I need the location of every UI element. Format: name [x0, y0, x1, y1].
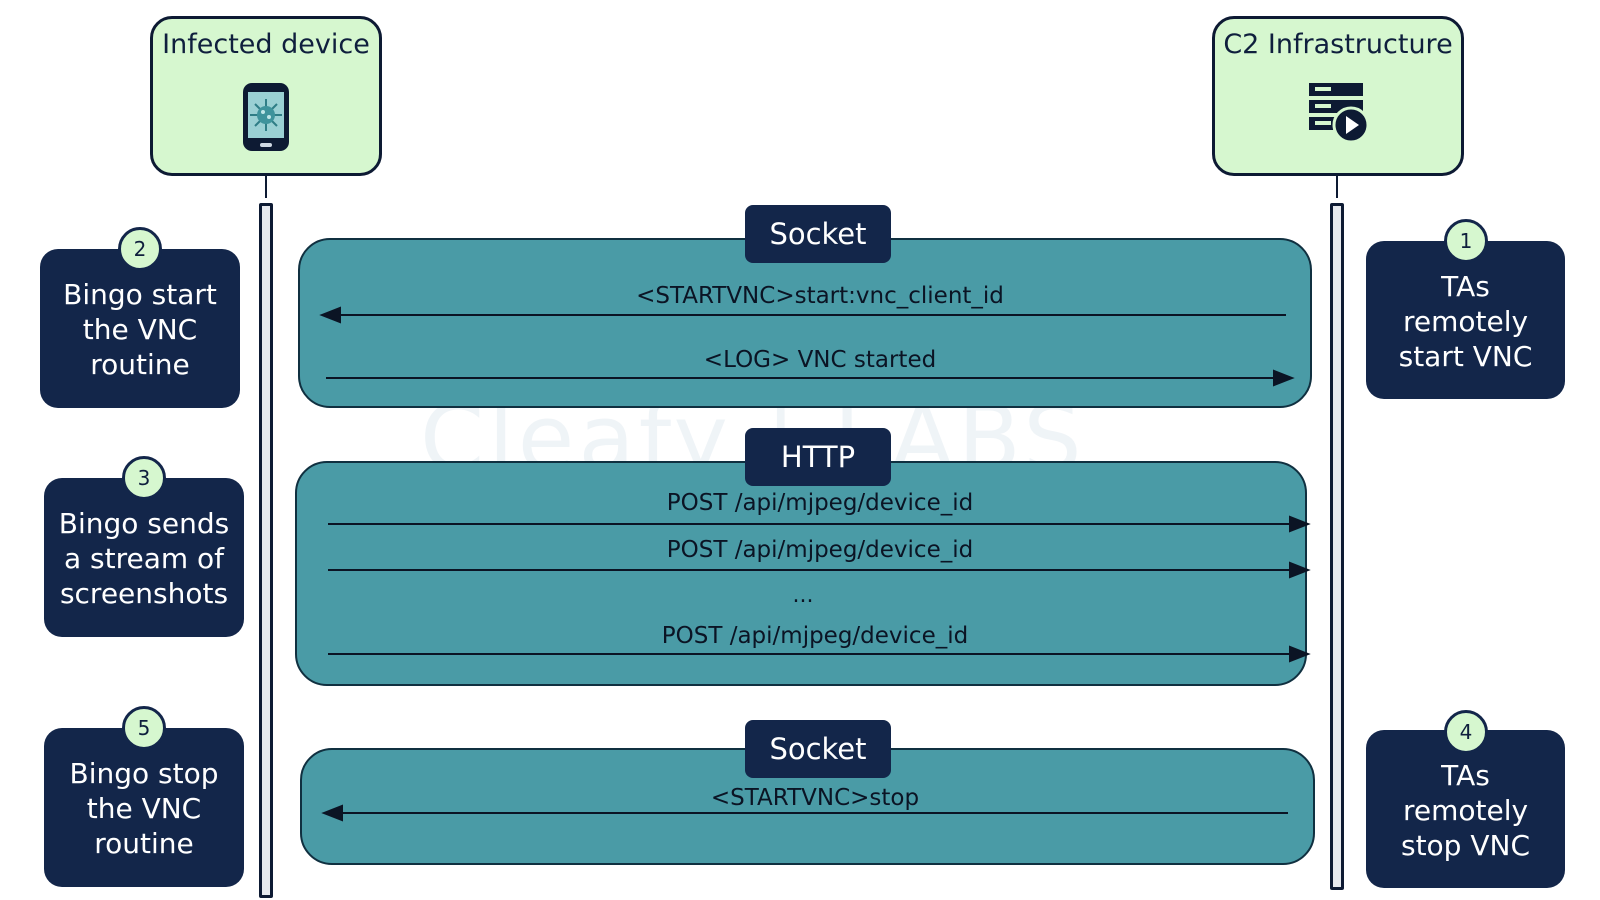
- actor-c2-infrastructure: C2 Infrastructure: [1212, 16, 1464, 176]
- protocol-tag-http: HTTP: [745, 428, 891, 486]
- server-play-icon: [1305, 81, 1371, 149]
- message-label: POST /api/mjpeg/device_id: [661, 623, 969, 649]
- note-step-2: Bingo start the VNC routine: [40, 249, 240, 408]
- arrowhead: [321, 804, 343, 822]
- step-number-badge: 3: [122, 456, 166, 500]
- arrowhead: [319, 306, 341, 324]
- actor-title: C2 Infrastructure: [1223, 29, 1453, 60]
- ellipsis: ...: [792, 583, 814, 608]
- note-line: stop VNC: [1400, 829, 1531, 862]
- protocol-tag-socket: Socket: [745, 205, 891, 263]
- note-line: Bingo stop: [69, 757, 219, 790]
- step-number-badge: 4: [1444, 710, 1488, 754]
- arrowhead: [1289, 561, 1311, 579]
- protocol-tag-socket: Socket: [745, 720, 891, 778]
- http-group-stream: [295, 461, 1307, 686]
- note-line: screenshots: [59, 577, 229, 610]
- note-line: the VNC: [86, 792, 202, 825]
- note-line: routine: [90, 348, 190, 381]
- note-line: start VNC: [1398, 340, 1533, 373]
- message-label: POST /api/mjpeg/device_id: [666, 490, 974, 516]
- message-label: <STARTVNC>stop: [710, 785, 920, 811]
- lifeline-stub-c2: [1336, 176, 1338, 198]
- note-line: the VNC: [82, 313, 198, 346]
- note-line: Bingo sends: [58, 507, 230, 540]
- note-line: remotely: [1402, 794, 1529, 827]
- message-label: <STARTVNC>start:vnc_client_id: [636, 283, 1004, 309]
- note-line: Bingo start: [63, 278, 217, 311]
- actor-infected-device: Infected device: [150, 16, 382, 176]
- step-number-badge: 2: [118, 227, 162, 271]
- note-step-3: Bingo sends a stream of screenshots: [44, 478, 244, 637]
- infected-phone-icon: [240, 81, 292, 157]
- note-line: TAs: [1441, 270, 1490, 303]
- step-number-badge: 1: [1444, 219, 1488, 263]
- step-number-badge: 5: [122, 706, 166, 750]
- note-step-5: Bingo stop the VNC routine: [44, 728, 244, 887]
- note-step-4: TAs remotely stop VNC: [1366, 730, 1565, 888]
- note-line: remotely: [1402, 305, 1529, 338]
- arrowhead: [1289, 515, 1311, 533]
- note-line: a stream of: [63, 542, 225, 575]
- lifeline-device: [259, 203, 273, 898]
- message-label: POST /api/mjpeg/device_id: [666, 537, 974, 563]
- note-line: TAs: [1441, 759, 1490, 792]
- arrowhead: [1289, 645, 1311, 663]
- socket-group-start: [298, 238, 1312, 408]
- lifeline-c2: [1330, 203, 1344, 890]
- lifeline-stub-device: [265, 176, 267, 198]
- message-label: <LOG> VNC started: [703, 347, 937, 373]
- arrowhead: [1273, 369, 1295, 387]
- actor-title: Infected device: [162, 29, 370, 60]
- note-line: routine: [94, 827, 194, 860]
- note-step-1: TAs remotely start VNC: [1366, 241, 1565, 399]
